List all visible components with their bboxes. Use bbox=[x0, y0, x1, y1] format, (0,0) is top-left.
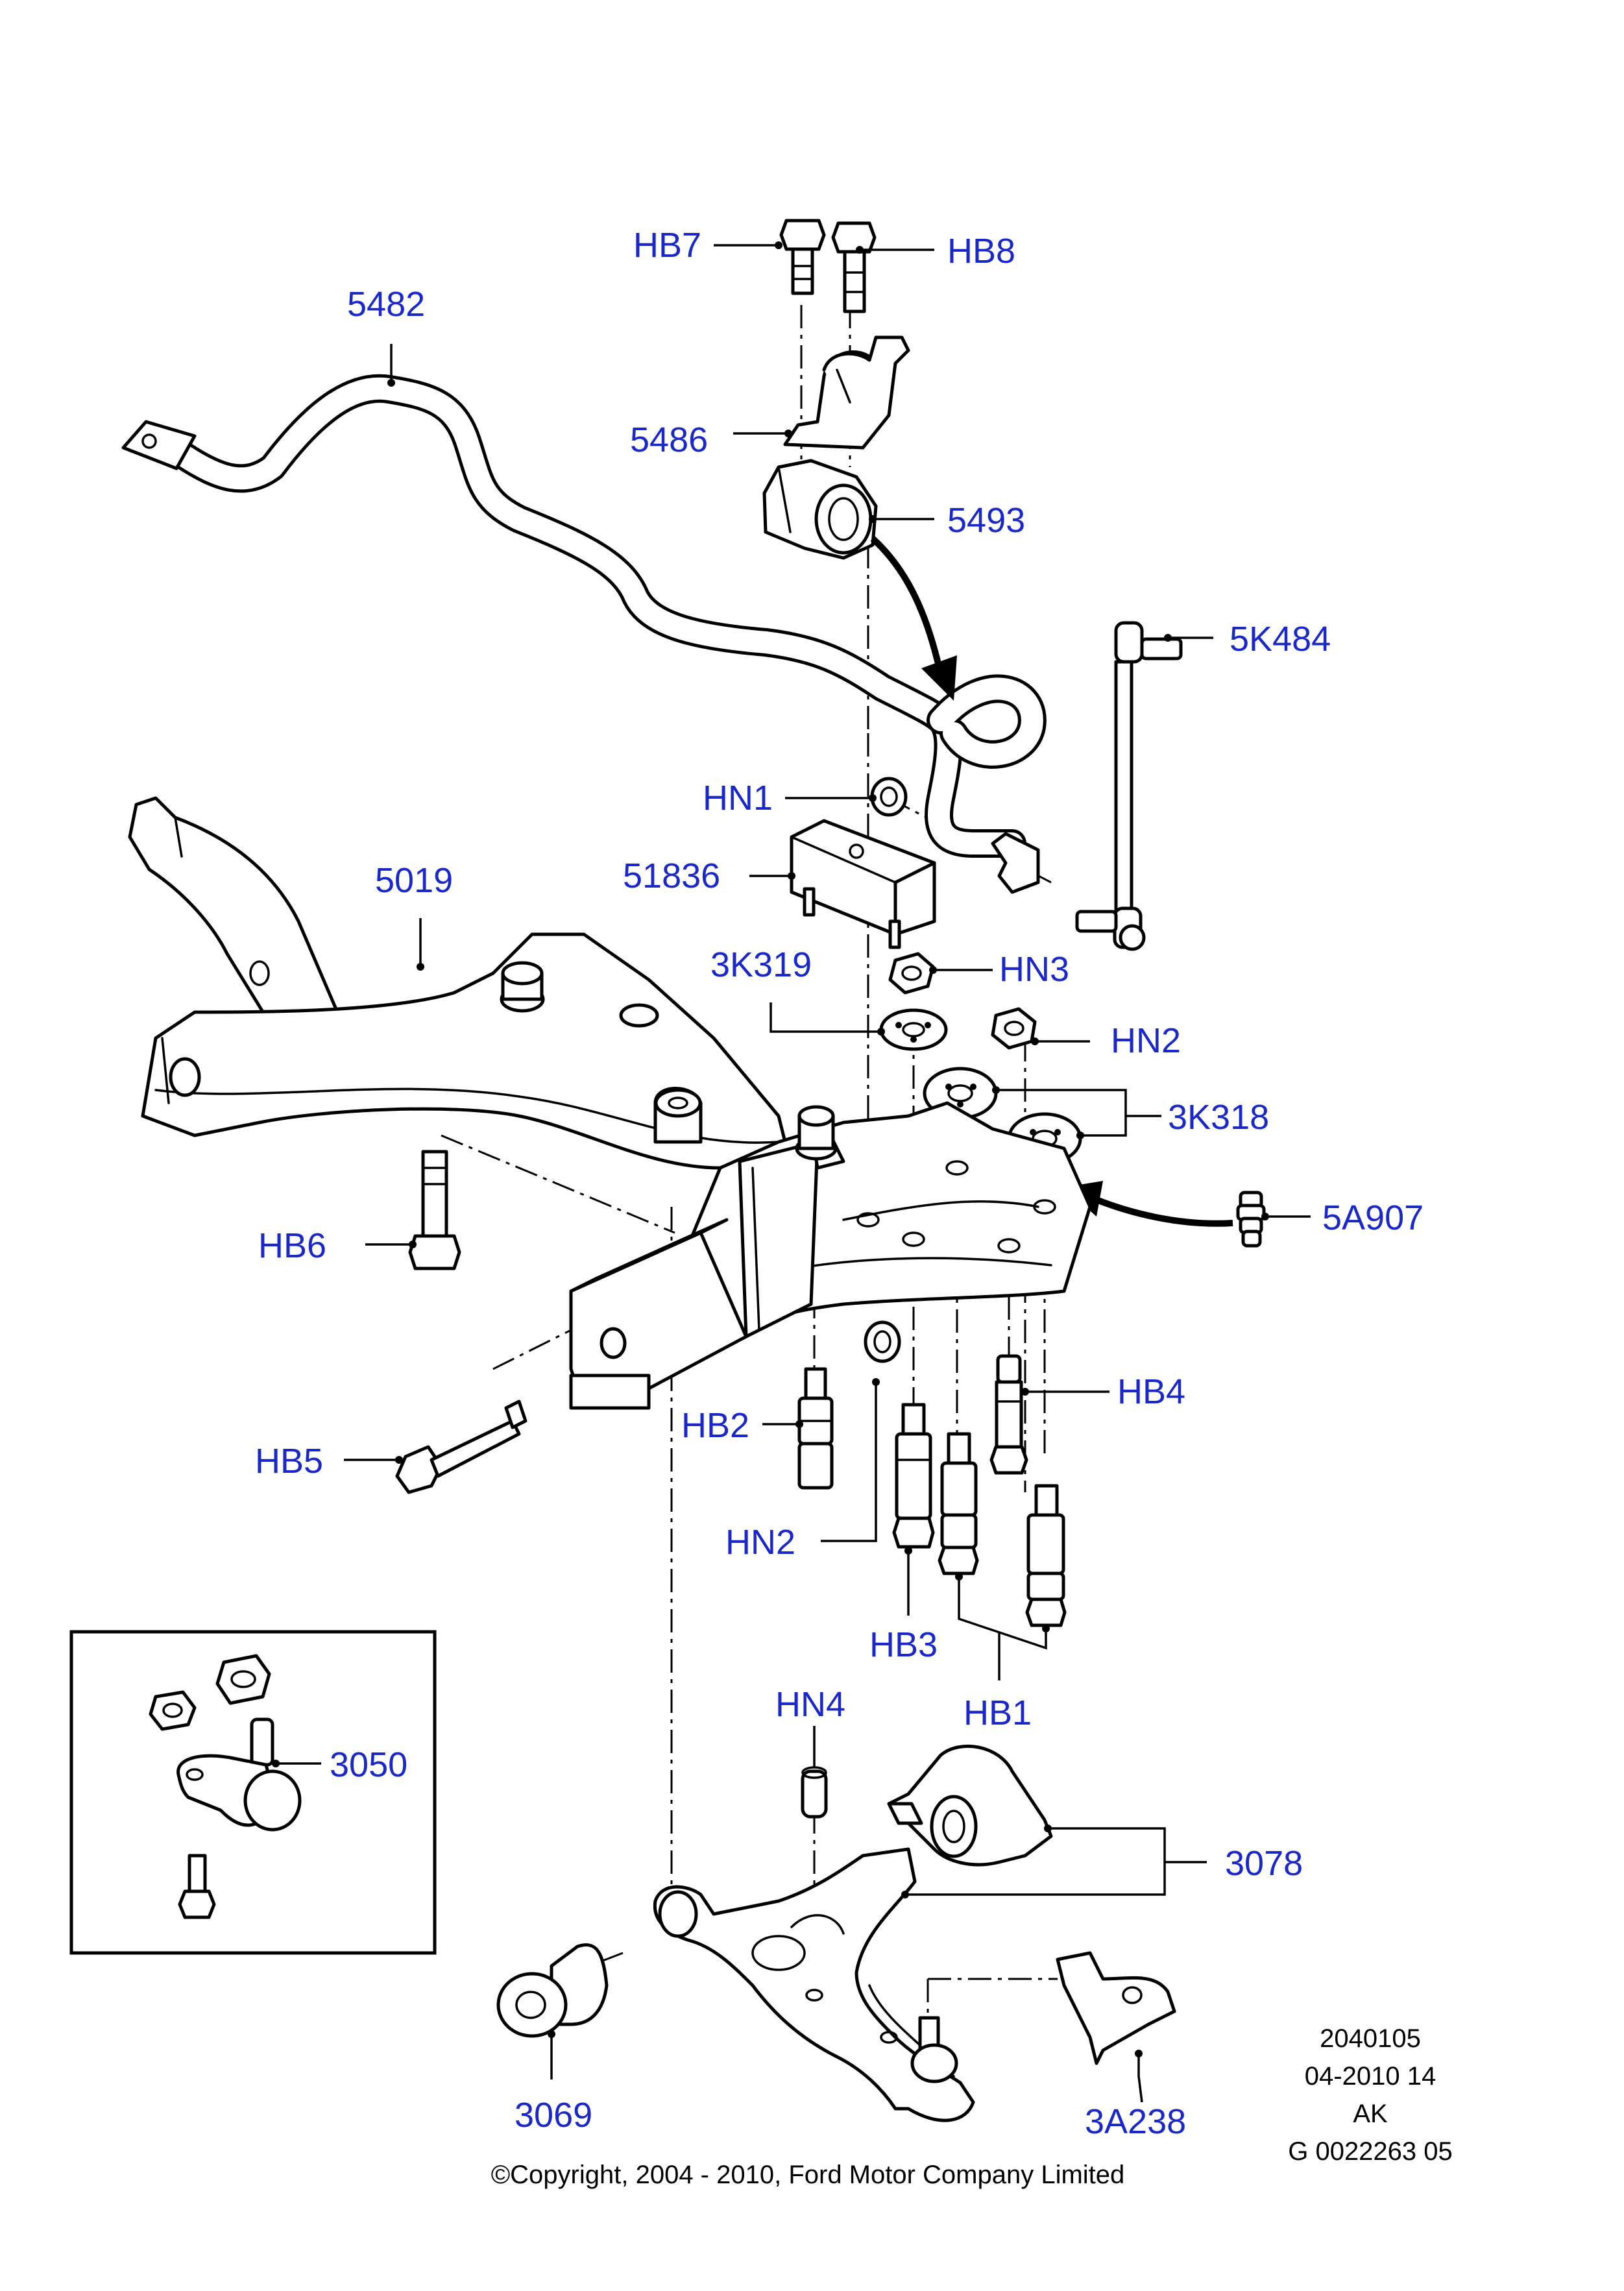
bump-stop bbox=[1236, 1191, 1266, 1248]
lower-control-arm bbox=[653, 1847, 975, 2122]
ref-line-1: 2040105 bbox=[1320, 2024, 1421, 2053]
hn3-nut bbox=[888, 952, 935, 995]
label-hn2-lower: HN2 bbox=[725, 1523, 795, 1562]
lower-arm-rear-bushing bbox=[887, 1744, 1053, 1867]
label-hn3: HN3 bbox=[999, 950, 1069, 989]
front-subframe bbox=[128, 796, 1092, 1410]
leader-lines bbox=[272, 241, 1311, 2103]
label-5k484: 5K484 bbox=[1230, 620, 1331, 659]
label-hb3: HB3 bbox=[869, 1625, 938, 1664]
lower-arm-front-bushing bbox=[496, 1943, 609, 2038]
label-hb4: HB4 bbox=[1117, 1372, 1185, 1411]
hb5-bolt bbox=[395, 1400, 527, 1494]
stabilizer-bushing bbox=[762, 459, 878, 560]
part-labels: HB7 HB8 5482 5486 5493 5K484 HN1 51836 5… bbox=[255, 226, 1424, 2141]
ball-joint-shield bbox=[1056, 1951, 1176, 2065]
label-hb6: HB6 bbox=[258, 1226, 326, 1265]
stabilizer-clamp bbox=[783, 335, 910, 450]
mounting-block bbox=[790, 819, 936, 949]
ball-joint-inset bbox=[69, 1630, 437, 1955]
washer-3k319 bbox=[879, 1008, 948, 1051]
hb2-bolt bbox=[797, 1367, 834, 1490]
label-hb1: HB1 bbox=[963, 1693, 1032, 1732]
ref-line-2: 04-2010 14 bbox=[1305, 2062, 1436, 2091]
label-hb7: HB7 bbox=[633, 226, 701, 265]
label-hb2: HB2 bbox=[681, 1406, 749, 1445]
label-3050: 3050 bbox=[330, 1745, 407, 1784]
ref-line-4: G 0022263 05 bbox=[1288, 2137, 1453, 2166]
label-51836: 51836 bbox=[623, 856, 720, 895]
ref-line-3: AK bbox=[1353, 2100, 1388, 2128]
hn2-nut-upper bbox=[991, 1007, 1037, 1050]
diagram-reference-block: 2040105 04-2010 14 AK G 0022263 05 bbox=[1288, 2024, 1453, 2166]
hb4-bolt bbox=[989, 1354, 1028, 1475]
hb1-bolt-b bbox=[1025, 1484, 1067, 1627]
hn1-nut bbox=[870, 777, 908, 817]
label-hb8: HB8 bbox=[947, 232, 1015, 271]
label-3069: 3069 bbox=[515, 2096, 592, 2135]
hb3-bolt bbox=[892, 1403, 935, 1549]
label-5486: 5486 bbox=[630, 420, 708, 459]
hb6-bolt bbox=[408, 1150, 461, 1270]
label-hn1: HN1 bbox=[703, 779, 773, 818]
copyright-notice: ©Copyright, 2004 - 2010, Ford Motor Comp… bbox=[491, 2161, 1125, 2189]
hb8-bolt bbox=[831, 221, 877, 313]
label-3k319: 3K319 bbox=[710, 945, 812, 984]
label-hn4: HN4 bbox=[775, 1685, 845, 1724]
label-5a907: 5A907 bbox=[1322, 1198, 1424, 1237]
label-3k318: 3K318 bbox=[1168, 1098, 1269, 1137]
label-5019: 5019 bbox=[375, 861, 453, 900]
hn2-nut-lower bbox=[864, 1320, 901, 1363]
label-5493: 5493 bbox=[947, 501, 1025, 540]
label-hb5: HB5 bbox=[255, 1442, 323, 1481]
hb1-bolt-a bbox=[938, 1432, 979, 1575]
hb7-bolt bbox=[779, 219, 826, 295]
direction-arrow-upper bbox=[870, 536, 957, 701]
label-3a238: 3A238 bbox=[1085, 2102, 1186, 2141]
link-mounting-bracket bbox=[991, 832, 1040, 894]
label-3078: 3078 bbox=[1225, 1844, 1303, 1883]
label-hn2-upper: HN2 bbox=[1111, 1021, 1181, 1060]
hn4-pivot-pin bbox=[801, 1766, 828, 1819]
stabilizer-bar bbox=[121, 374, 1047, 858]
stabilizer-link bbox=[1075, 621, 1183, 951]
label-5482: 5482 bbox=[347, 285, 425, 324]
